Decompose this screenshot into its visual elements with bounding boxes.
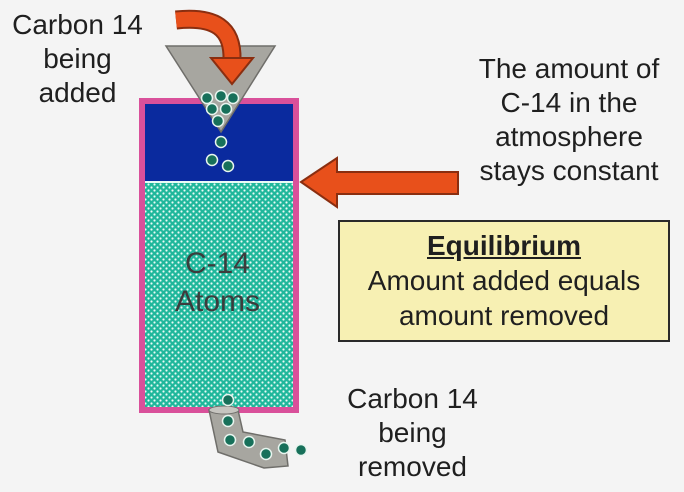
equilibrium-title: Equilibrium [427,230,581,261]
outgoing-atoms [221,393,308,461]
c14-atoms-label: C-14 Atoms [174,247,261,318]
carbon-added-label: Carbon 14 being added [12,9,143,108]
incoming-atoms [200,89,240,173]
carbon-removed-label: Carbon 14 being removed [347,383,478,482]
atmosphere-constant-label: The amount of C-14 in the atmosphere sta… [478,53,660,186]
equilibrium-line: amount removed [398,300,610,331]
input-funnel [164,45,277,134]
c14-atoms-fill [145,182,293,407]
curved-arrow-down-icon [175,9,256,86]
arrow-left-icon [299,156,459,209]
equilibrium-box: Equilibrium Amount added equals amount r… [338,220,670,342]
equilibrium-line: Amount added equals [367,265,641,296]
